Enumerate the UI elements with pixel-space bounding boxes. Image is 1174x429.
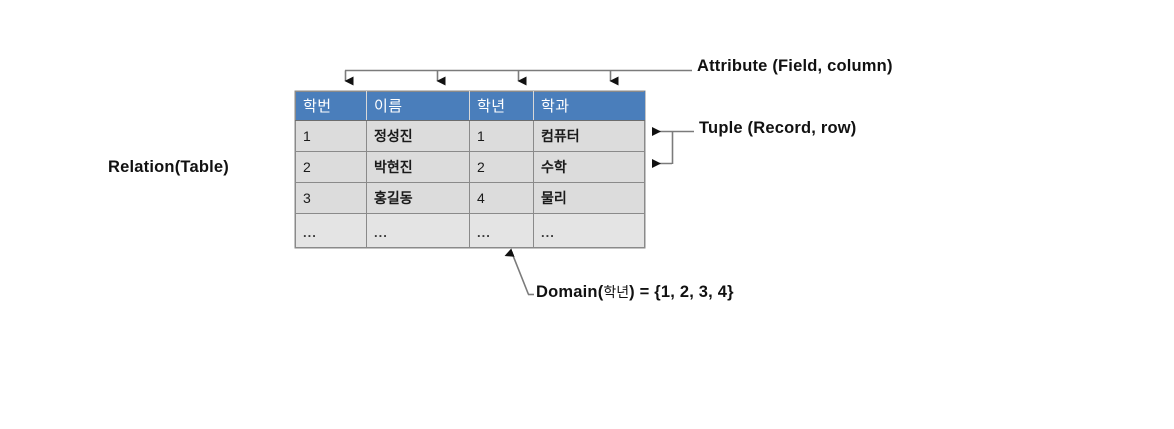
attribute-connector <box>344 69 692 86</box>
cell-department: 수학 <box>533 151 645 183</box>
annotation-label-tuple: Tuple (Record, row) <box>699 119 857 137</box>
column-header-student-id: 학번 <box>295 91 367 121</box>
domain-suffix-text: ) = {1, 2, 3, 4} <box>629 283 734 301</box>
annotation-label-attribute: Attribute (Field, column) <box>697 57 893 75</box>
cell-student-id: 2 <box>295 151 367 183</box>
cell-department: 물리 <box>533 182 645 214</box>
domain-korean-text: 학년 <box>603 284 630 300</box>
domain-arrow <box>504 248 530 295</box>
column-header-grade: 학년 <box>469 91 534 121</box>
cell-name: 정성진 <box>366 120 470 152</box>
domain-prefix-text: Domain( <box>536 283 604 301</box>
column-header-name: 이름 <box>366 91 470 121</box>
tuple-connector <box>652 127 694 168</box>
annotation-label-domain: Domain(학년) = {1, 2, 3, 4} <box>536 282 734 302</box>
cell-ellipsis: ... <box>295 213 367 248</box>
cell-ellipsis: ... <box>469 213 534 248</box>
table-row: 1 정성진 1 컴퓨터 <box>295 120 645 152</box>
annotation-label-relation: Relation(Table) <box>108 158 229 176</box>
cell-grade: 2 <box>469 151 534 183</box>
cell-student-id: 1 <box>295 120 367 152</box>
cell-grade: 4 <box>469 182 534 214</box>
relation-table: 학번 이름 학년 학과 1 정성진 1 컴퓨터 2 박현진 2 수학 3 홍길동 <box>295 91 645 248</box>
cell-department: 컴퓨터 <box>533 120 645 152</box>
cell-grade: 1 <box>469 120 534 152</box>
table-row: 2 박현진 2 수학 <box>295 151 645 183</box>
domain-connector <box>504 248 534 296</box>
column-header-department: 학과 <box>533 91 645 121</box>
cell-name: 박현진 <box>366 151 470 183</box>
table-header-row: 학번 이름 학년 학과 <box>295 91 645 121</box>
cell-name: 홍길동 <box>366 182 470 214</box>
cell-ellipsis: ... <box>533 213 645 248</box>
cell-ellipsis: ... <box>366 213 470 248</box>
cell-student-id: 3 <box>295 182 367 214</box>
table-row-ellipsis: ... ... ... ... <box>295 213 645 248</box>
table-row: 3 홍길동 4 물리 <box>295 182 645 214</box>
